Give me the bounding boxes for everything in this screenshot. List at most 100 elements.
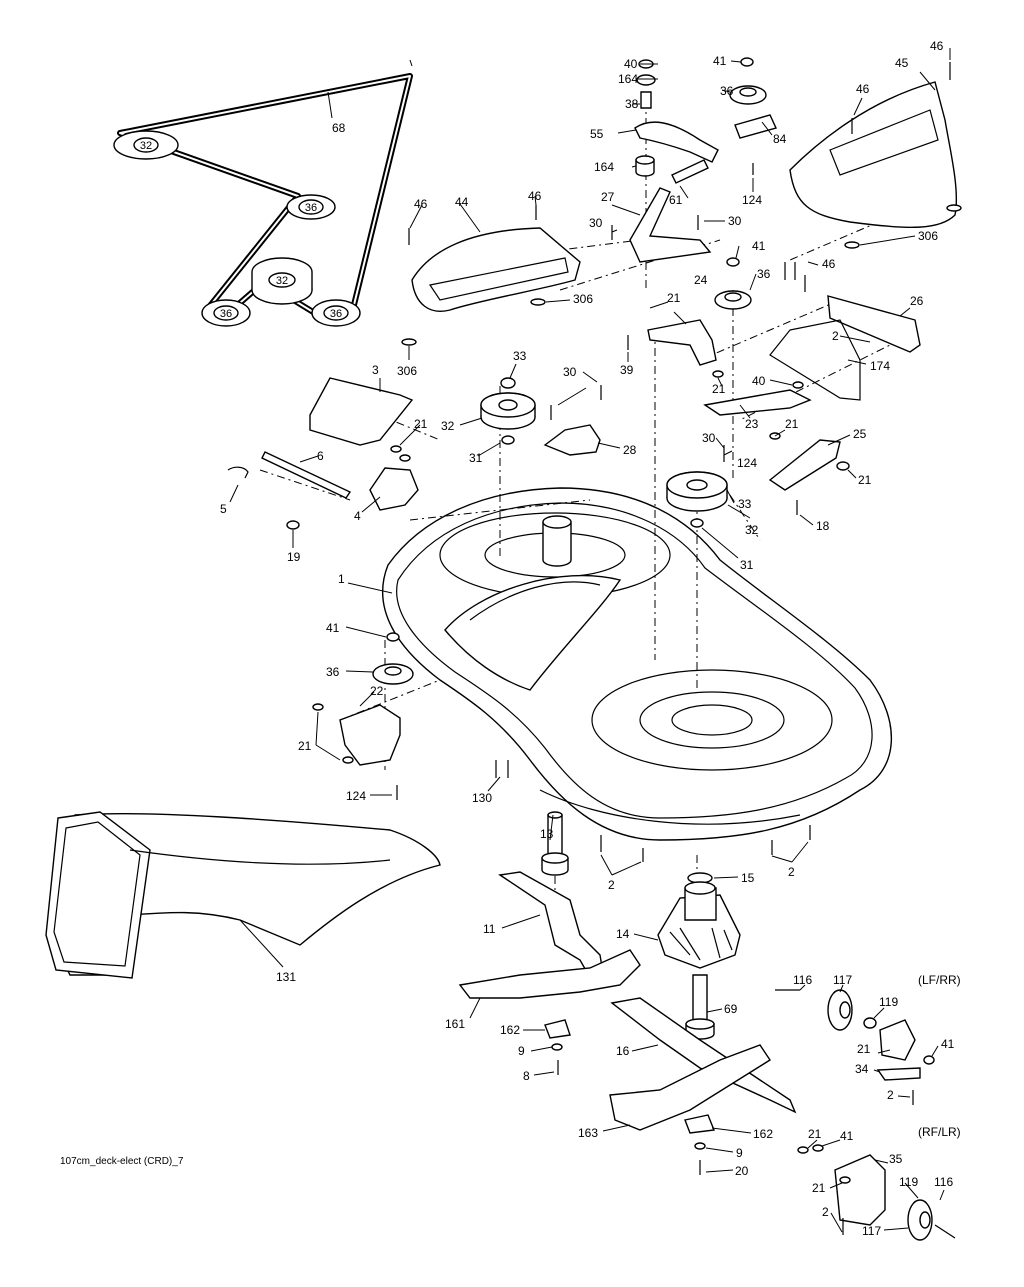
callout: 2 <box>832 329 839 343</box>
callout: 164 <box>594 160 614 174</box>
callout: 41 <box>941 1037 955 1051</box>
pin-5 <box>227 466 249 479</box>
callout: 130 <box>472 791 492 805</box>
callout: 28 <box>623 443 637 457</box>
belt-pulley: 32 <box>251 257 313 305</box>
callout: 11 <box>483 922 496 936</box>
pulley-label: 32 <box>140 140 152 152</box>
callout: 1 <box>338 572 345 586</box>
callout: 21 <box>712 382 726 396</box>
callout: 22 <box>370 684 384 698</box>
pulley-33-right <box>666 445 728 528</box>
mower-deck-housing <box>382 487 893 841</box>
callout: 9 <box>518 1044 525 1058</box>
callout: 24 <box>694 273 708 287</box>
callout: 2 <box>788 865 795 879</box>
callout: 30 <box>702 431 716 445</box>
callout: 31 <box>740 558 754 572</box>
callout: 69 <box>724 1002 738 1016</box>
callout: 21 <box>785 417 799 431</box>
belt-cover-right <box>789 62 962 249</box>
deck-bolts <box>600 825 811 862</box>
callout: 117 <box>833 973 852 987</box>
belt-cover-left <box>401 205 581 346</box>
callout: 32 <box>745 523 759 537</box>
callout: 2 <box>822 1205 829 1219</box>
callout: 2 <box>608 878 615 892</box>
callout: 35 <box>889 1152 903 1166</box>
bracket-25 <box>768 432 850 515</box>
callout: 18 <box>816 519 830 533</box>
callout: 41 <box>326 621 340 635</box>
bracket-22 <box>312 703 509 800</box>
callout: 21 <box>414 417 428 431</box>
idler-bracket-27 <box>611 187 712 263</box>
bolt-19 <box>286 520 300 530</box>
spindle-13 <box>541 811 569 876</box>
bracket-28 <box>543 385 602 456</box>
callout: 20 <box>735 1164 749 1178</box>
pulley-36-left <box>372 632 414 685</box>
callout: 36 <box>757 267 771 281</box>
belt-pulley: 36 <box>201 299 251 327</box>
callout: 41 <box>840 1129 854 1143</box>
callout: 164 <box>618 72 638 86</box>
callout: 33 <box>738 497 752 511</box>
callout: 16 <box>616 1044 630 1058</box>
callout: 84 <box>773 132 787 146</box>
callout: 161 <box>445 1017 465 1031</box>
callout: 21 <box>857 1042 871 1056</box>
callout: 33 <box>513 349 527 363</box>
callout: 124 <box>346 789 366 803</box>
discharge-chute-131 <box>45 811 441 979</box>
callout: 14 <box>616 927 630 941</box>
bracket-23 <box>703 370 812 416</box>
callout: 40 <box>752 374 766 388</box>
bracket-26 <box>769 262 921 401</box>
belt-routing: 32 36 32 36 36 <box>113 73 413 327</box>
callout: 8 <box>523 1069 530 1083</box>
callouts: 68 40 164 38 55 164 41 36 84 124 61 46 4… <box>220 39 955 1238</box>
callout: 46 <box>528 189 542 203</box>
callout: 30 <box>563 365 577 379</box>
wheel-assembly-rf-lr <box>797 1144 956 1241</box>
callout: 44 <box>455 195 469 209</box>
belt-pulley: 36 <box>311 299 361 327</box>
callout: 31 <box>469 451 483 465</box>
callout: 119 <box>879 995 898 1009</box>
callout: 40 <box>624 57 638 71</box>
bracket-3 <box>309 377 414 462</box>
diagram-caption: 107cm_deck-elect (CRD)_7 <box>60 1156 184 1167</box>
callout: 41 <box>752 239 766 253</box>
callout: 19 <box>287 550 301 564</box>
section-label-rf-lr: (RF/LR) <box>918 1125 961 1139</box>
callout: 21 <box>858 473 872 487</box>
callout: 46 <box>930 39 944 53</box>
callout: 21 <box>298 739 312 753</box>
callout: 34 <box>855 1062 869 1076</box>
section-label-lf-rr: (LF/RR) <box>918 973 961 987</box>
callout: 21 <box>808 1127 822 1141</box>
callout: 306 <box>573 292 593 306</box>
callout: 32 <box>441 419 455 433</box>
pulley-label: 36 <box>330 308 342 320</box>
callout: 41 <box>713 54 727 68</box>
callout: 4 <box>354 509 361 523</box>
callout: 46 <box>822 257 836 271</box>
callout: 23 <box>745 417 759 431</box>
callout: 25 <box>853 427 867 441</box>
callout: 21 <box>667 291 681 305</box>
callout: 30 <box>589 216 603 230</box>
blade-16 <box>610 997 797 1114</box>
spindle-housing-14 <box>657 872 741 969</box>
blade-161 <box>458 949 641 999</box>
callout: 15 <box>741 871 755 885</box>
callout: 3 <box>372 363 379 377</box>
pulley-label: 36 <box>220 308 232 320</box>
callout: 124 <box>742 193 762 207</box>
callout: 38 <box>625 97 639 111</box>
wheel-assembly-lf-rr <box>775 989 935 1105</box>
callout: 55 <box>590 127 604 141</box>
callout: 27 <box>601 190 615 204</box>
